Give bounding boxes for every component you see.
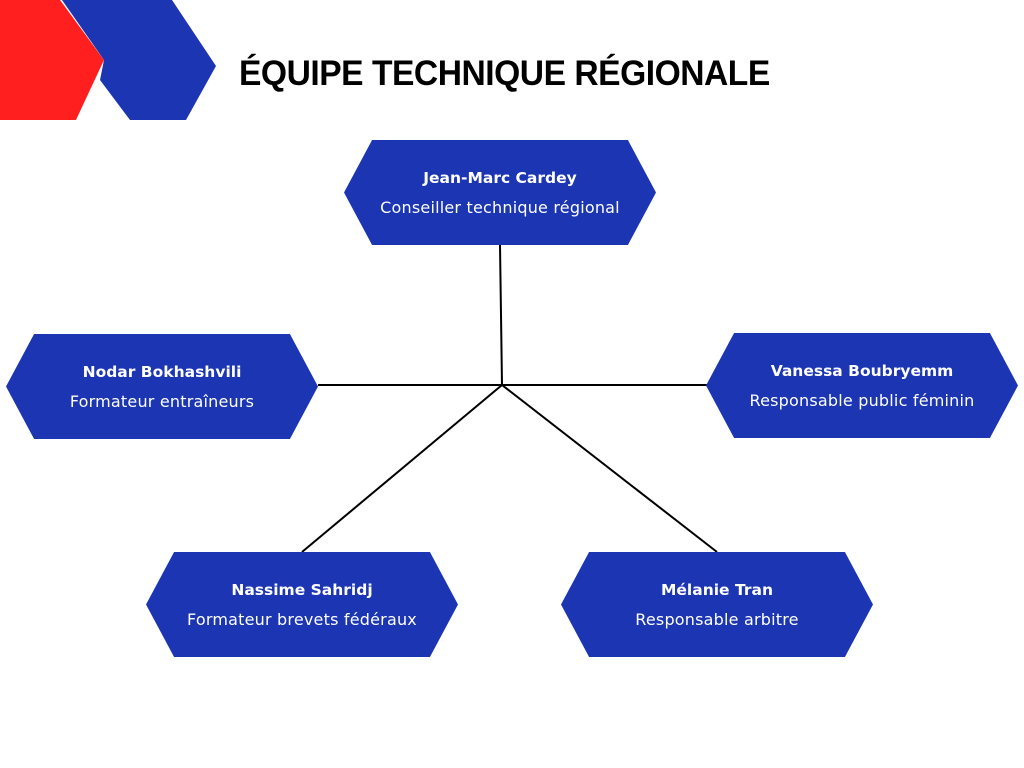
org-node-vanessa-boubryemm: Vanessa Boubryemm Responsable public fém… [706,333,1018,438]
page-title: ÉQUIPE TECHNIQUE RÉGIONALE [239,54,770,93]
node-role: Responsable arbitre [635,609,799,629]
node-name: Vanessa Boubryemm [770,361,954,380]
connector-vertical-trunk [499,244,503,386]
org-node-melanie-tran: Mélanie Tran Responsable arbitre [561,552,873,657]
node-role: Responsable public féminin [749,390,975,410]
node-role: Formateur brevets fédéraux [187,609,417,629]
node-role: Conseiller technique régional [380,197,620,217]
org-node-nassime-sahridj: Nassime Sahridj Formateur brevets fédéra… [146,552,458,657]
node-name: Nassime Sahridj [231,580,373,599]
node-name: Nodar Bokhashvili [82,362,242,381]
node-name: Jean-Marc Cardey [423,168,577,187]
org-node-nodar-bokhashvili: Nodar Bokhashvili Formateur entraîneurs [6,334,318,439]
logo-red-chevron [0,0,104,120]
logo-blue-chevron [62,0,216,120]
node-name: Mélanie Tran [661,580,773,599]
logo-chevrons [0,0,216,120]
connector-to-melanie-tran [501,384,718,553]
org-node-jean-marc-cardey: Jean-Marc Cardey Conseiller technique ré… [344,140,656,245]
node-role: Formateur entraîneurs [69,391,255,411]
connector-to-nassime-sahridj [301,384,503,553]
